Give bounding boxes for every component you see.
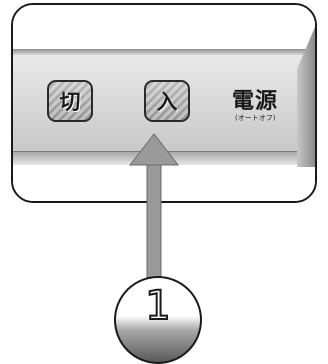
panel-right-edge: [297, 27, 315, 167]
panel-lower-surface: [13, 165, 315, 201]
panel-top-edge: [13, 49, 315, 55]
auto-off-sublabel: (オートオフ): [235, 114, 276, 122]
power-off-button[interactable]: 切: [47, 80, 93, 122]
panel-top-surface: [13, 5, 315, 51]
step-number: 1: [144, 283, 171, 329]
up-arrow-icon: [128, 133, 180, 301]
step-number-badge: 1: [114, 276, 202, 364]
power-label: 電源: [232, 89, 279, 114]
power-on-button[interactable]: 入: [144, 80, 190, 122]
arrow-head: [128, 133, 180, 166]
